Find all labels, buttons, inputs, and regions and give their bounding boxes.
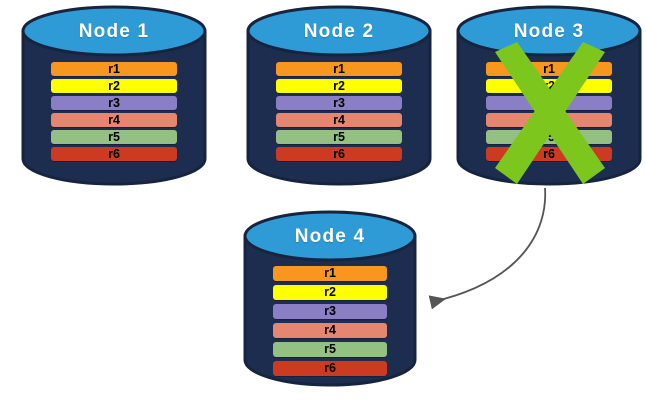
node-2-row-r2[interactable]: r2 xyxy=(276,79,402,93)
node-4-row-r1-label: r1 xyxy=(324,266,336,281)
node-2-row-r3-label: r3 xyxy=(333,95,345,110)
node-3-row-r2-label: r2 xyxy=(543,78,555,93)
node-1-rows: r1 r2 r3 r4 r5 r6 xyxy=(51,62,177,161)
node-4-row-r6[interactable]: r6 xyxy=(273,361,387,376)
node-1-row-r2-label: r2 xyxy=(108,78,120,93)
node-2-row-r3[interactable]: r3 xyxy=(276,96,402,110)
node-2-cylinder[interactable]: Node 2 r1 r2 r3 r4 r5 r6 xyxy=(245,5,433,188)
node-4-cylinder[interactable]: Node 4 r1 r2 r3 r4 r5 r6 xyxy=(242,210,418,390)
node-3-row-r5-label: r5 xyxy=(543,129,555,144)
node-4-row-r2[interactable]: r2 xyxy=(273,285,387,300)
node-4-rows: r1 r2 r3 r4 r5 r6 xyxy=(273,266,387,376)
node-2-row-r4[interactable]: r4 xyxy=(276,113,402,127)
node-2-rows: r1 r2 r3 r4 r5 r6 xyxy=(276,62,402,161)
node-3-row-r3-label: r3 xyxy=(543,95,555,110)
node-2-row-r6[interactable]: r6 xyxy=(276,147,402,161)
node-4-row-r3[interactable]: r3 xyxy=(273,304,387,319)
node-1-row-r4[interactable]: r4 xyxy=(51,113,177,127)
node-3-row-r1-label: r1 xyxy=(543,61,555,76)
node-1-row-r3-label: r3 xyxy=(108,95,120,110)
node-1-row-r1-label: r1 xyxy=(108,61,120,76)
node-1-row-r6-label: r6 xyxy=(108,146,120,161)
node-4-row-r1[interactable]: r1 xyxy=(273,266,387,281)
node-2-row-r5[interactable]: r5 xyxy=(276,130,402,144)
node-4-row-r5[interactable]: r5 xyxy=(273,342,387,357)
node-2-row-r6-label: r6 xyxy=(333,146,345,161)
node-4-row-r4[interactable]: r4 xyxy=(273,323,387,338)
node-1-row-r1[interactable]: r1 xyxy=(51,62,177,76)
node-1-row-r5[interactable]: r5 xyxy=(51,130,177,144)
node-4-row-r4-label: r4 xyxy=(324,323,336,338)
node-3-row-r1[interactable]: r1 xyxy=(486,62,612,76)
node-2-row-r2-label: r2 xyxy=(333,78,345,93)
node-3-row-r2[interactable]: r2 xyxy=(486,79,612,93)
node-1-row-r4-label: r4 xyxy=(108,112,120,127)
node-1-cylinder[interactable]: Node 1 r1 r2 r3 r4 r5 r6 xyxy=(20,5,208,188)
node-3-cylinder[interactable]: Node 3 r1 r2 r3 r4 r5 r6 xyxy=(455,5,643,188)
node-3-rows: r1 r2 r3 r4 r5 r6 xyxy=(486,62,612,161)
node-3-row-r3[interactable]: r3 xyxy=(486,96,612,110)
node-4-row-r3-label: r3 xyxy=(324,304,336,319)
node-3-row-r4-label: r4 xyxy=(543,112,555,127)
node-4-row-r5-label: r5 xyxy=(324,342,336,357)
node-4-row-r6-label: r6 xyxy=(324,361,336,376)
node-3-row-r6-label: r6 xyxy=(543,146,555,161)
node-2-row-r1-label: r1 xyxy=(333,61,345,76)
node-3-row-r5[interactable]: r5 xyxy=(486,130,612,144)
node-1-row-r6[interactable]: r6 xyxy=(51,147,177,161)
node-2-row-r5-label: r5 xyxy=(333,129,345,144)
node-2-row-r4-label: r4 xyxy=(333,112,345,127)
node-4-row-r2-label: r2 xyxy=(324,285,336,300)
node-1-row-r3[interactable]: r3 xyxy=(51,96,177,110)
node-3-row-r4[interactable]: r4 xyxy=(486,113,612,127)
node-1-row-r2[interactable]: r2 xyxy=(51,79,177,93)
node-2-row-r1[interactable]: r1 xyxy=(276,62,402,76)
node-3-row-r6[interactable]: r6 xyxy=(486,147,612,161)
node-1-row-r5-label: r5 xyxy=(108,129,120,144)
